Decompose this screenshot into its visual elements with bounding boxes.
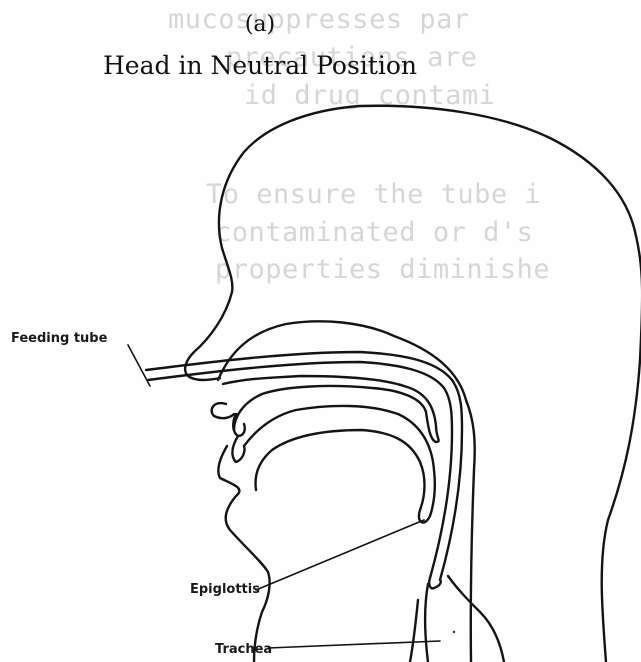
- trachea-label: Trachea: [215, 643, 272, 656]
- spine-line: [410, 600, 418, 662]
- airway-back-wall: [425, 584, 428, 662]
- feeding-tube-leader-line: [128, 345, 150, 386]
- palate-arch-outline: [218, 321, 475, 662]
- head-outline: [185, 106, 636, 380]
- feeding-tube-end: [429, 578, 441, 588]
- chin-outline: [218, 446, 269, 662]
- epiglottis-leader-line: [256, 520, 424, 590]
- epiglottis-label: Epiglottis: [190, 583, 260, 596]
- back-of-neck-outline: [602, 236, 641, 662]
- feeding-tube-label: Feeding tube: [11, 332, 107, 345]
- trachea-leader-line: [268, 641, 440, 648]
- airway-front-wall: [448, 576, 504, 662]
- scan-speck: [453, 631, 455, 633]
- tongue-outline: [244, 406, 435, 523]
